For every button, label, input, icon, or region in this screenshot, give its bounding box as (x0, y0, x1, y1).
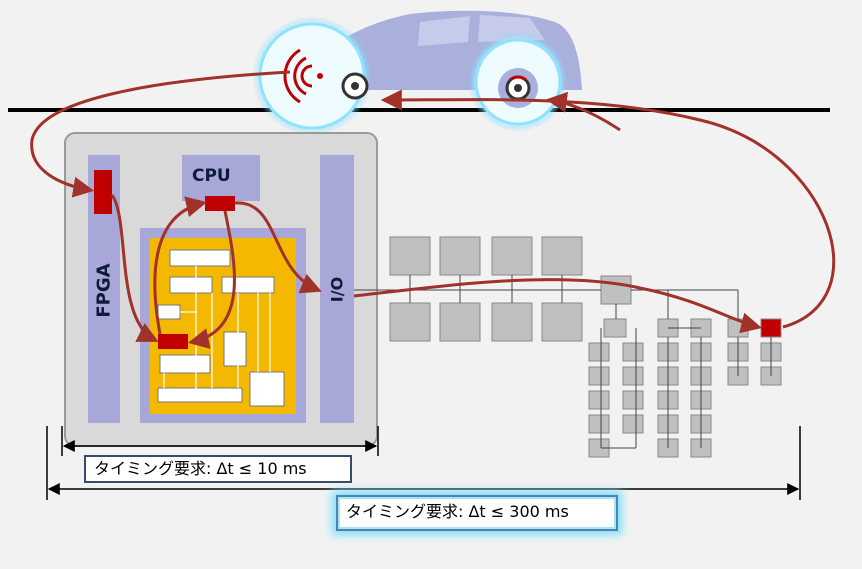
chip-blocks (157, 249, 285, 407)
wheel-sensor-icon (468, 32, 568, 132)
io-lane (320, 155, 354, 423)
network-nodes (389, 236, 782, 458)
fpga-signal-block (94, 170, 112, 214)
chip-signal-block (158, 334, 188, 349)
wheel-arrow (545, 91, 621, 132)
io-label: I/O (327, 276, 347, 303)
actuator-signal-block (760, 318, 782, 338)
cpu-signal-block (205, 196, 235, 211)
chip-wiring (163, 266, 271, 398)
timing-requirement-outer: タイミング要求: Δt ≤ 300 ms (336, 495, 618, 531)
fpga-label: FPGA (93, 263, 115, 318)
timing-requirement-inner: タイミング要求: Δt ≤ 10 ms (84, 455, 352, 483)
radar-sensor-icon (252, 16, 372, 136)
cpu-label: CPU (192, 166, 231, 186)
timing-dimensions (46, 426, 801, 500)
cpu-block (182, 155, 260, 201)
signal-path (30, 70, 836, 349)
